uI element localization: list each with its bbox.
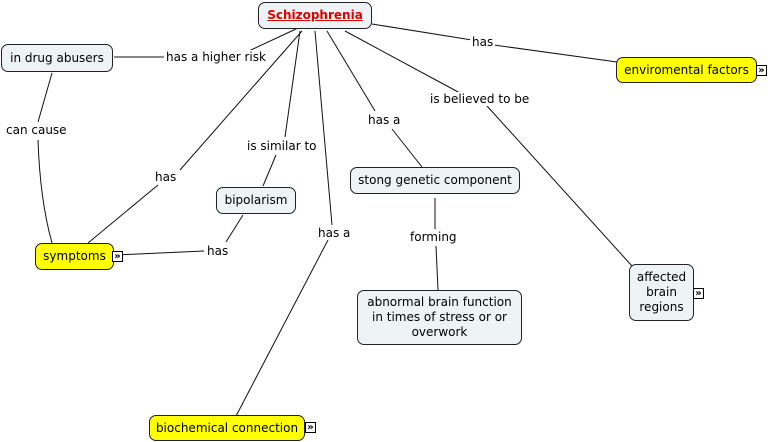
concept-genetic-component[interactable]: stong genetic component: [350, 167, 520, 194]
concept-affected-brain-regions[interactable]: affected brain regions: [629, 264, 694, 321]
line-root-has-env: [371, 23, 473, 41]
link-label-has-a-genetic: has a: [366, 113, 403, 127]
concept-label: in drug abusers: [10, 50, 104, 65]
concept-label: affected brain regions: [636, 270, 687, 314]
line-has-symptoms-bipolar: [114, 250, 205, 256]
expand-icon[interactable]: »: [112, 251, 123, 262]
line-root-similar: [284, 30, 301, 138]
link-label-is-believed-to-be: is believed to be: [428, 92, 532, 106]
concept-schizophrenia[interactable]: Schizophrenia: [258, 2, 372, 29]
line-has-env-factors: [493, 44, 618, 63]
concept-in-drug-abusers[interactable]: in drug abusers: [1, 44, 113, 72]
line-root-believed: [344, 30, 461, 94]
line-forming-abnormal: [435, 245, 439, 291]
line-has-a-genetic: [391, 128, 423, 168]
line-similar-bipolar: [262, 154, 277, 187]
line-has-a-biochem: [234, 239, 329, 419]
link-label-is-similar-to: is similar to: [245, 139, 319, 153]
concept-label: biochemical connection: [155, 420, 299, 435]
expand-icon[interactable]: »: [693, 288, 704, 299]
concept-label: Schizophrenia: [267, 8, 363, 22]
line-believed-regions: [486, 105, 633, 267]
link-label-has-a-biochem: has a: [316, 226, 353, 240]
concept-biochemical-connection[interactable]: biochemical connection: [149, 415, 305, 441]
link-label-forming: forming: [408, 230, 459, 244]
link-label-has-a-higher-risk: has a higher risk: [164, 50, 268, 64]
concept-label: bipolarism: [224, 193, 288, 207]
concept-label: symptoms: [43, 249, 106, 263]
line-drug-can-cause: [37, 72, 53, 123]
expand-icon[interactable]: »: [305, 422, 316, 433]
concept-enviromental-factors[interactable]: enviromental factors: [616, 57, 757, 83]
expand-icon[interactable]: »: [756, 65, 767, 76]
concept-label: stong genetic component: [358, 173, 512, 187]
link-label-has-env: has: [470, 35, 496, 49]
link-label-has-symptoms: has: [153, 170, 179, 184]
link-label-bipolar-has: has: [205, 244, 231, 258]
line-can-cause-symptoms: [37, 139, 53, 244]
concept-label: enviromental factors: [624, 62, 749, 77]
link-label-can-cause: can cause: [4, 123, 69, 137]
line-has-symptoms: [87, 184, 159, 244]
concept-label: abnormal brain function in times of stre…: [367, 295, 512, 339]
line-root-has-a-biochem: [314, 30, 333, 226]
concept-abnormal-brain-function[interactable]: abnormal brain function in times of stre…: [357, 290, 522, 345]
line-bipolar-has: [225, 214, 244, 243]
line-root-has-a-genetic: [326, 30, 376, 112]
concept-symptoms[interactable]: symptoms: [35, 243, 114, 270]
concept-bipolarism[interactable]: bipolarism: [216, 187, 296, 214]
line-root-has-symptoms: [179, 30, 303, 171]
